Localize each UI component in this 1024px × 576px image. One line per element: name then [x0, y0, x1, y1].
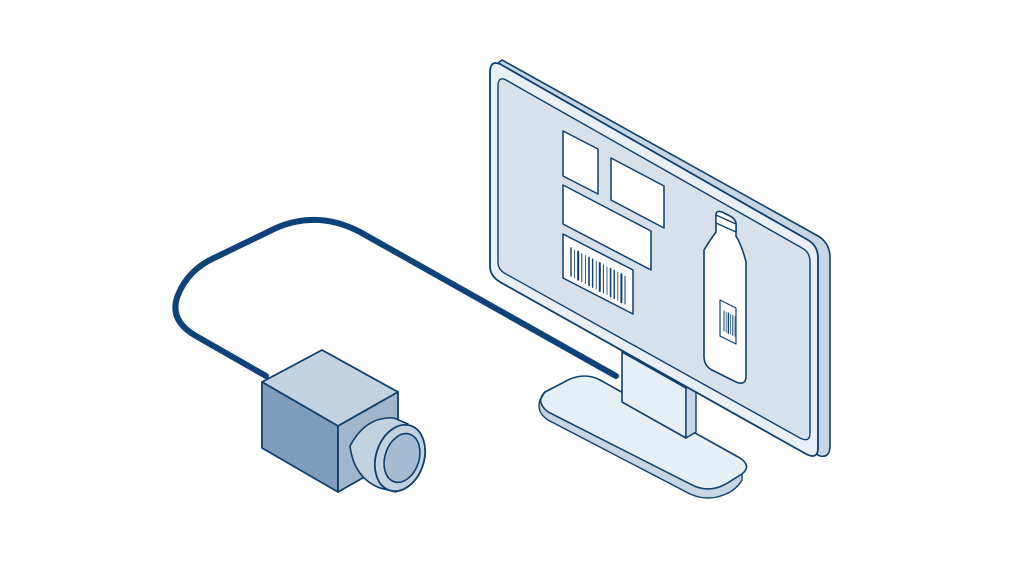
- screen-content: [562, 130, 747, 384]
- barcode-panel: [562, 233, 634, 315]
- camera-lens-glass: [383, 432, 421, 484]
- bottle-barcode-icon: [723, 310, 736, 337]
- info-panel-wide: [562, 184, 652, 271]
- info-panel-small: [562, 130, 599, 195]
- camera-icon: [261, 349, 427, 493]
- stand-base-edge: [538, 391, 743, 499]
- info-panel-right: [610, 157, 665, 229]
- bottle-cap: [715, 214, 737, 233]
- monitor-stand: [538, 351, 748, 499]
- barcode-icon: [570, 247, 626, 305]
- data-cable: [172, 217, 619, 379]
- bottle-icon: [703, 210, 747, 384]
